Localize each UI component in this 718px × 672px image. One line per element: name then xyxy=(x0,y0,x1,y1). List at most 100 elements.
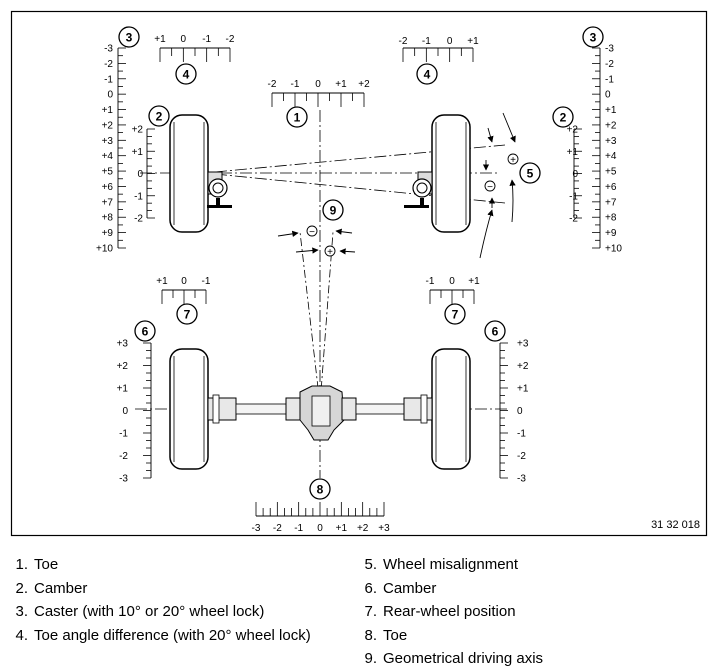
camber-scale-front-right: +2+10-1-2 xyxy=(567,125,582,225)
rear-left-wheel xyxy=(169,348,209,470)
legend-text: Rear-wheel position xyxy=(383,603,516,620)
legend-number: 2. xyxy=(15,579,28,597)
scale-tick-label: +1 xyxy=(467,36,479,47)
scale-tick-label: -1 xyxy=(422,36,431,47)
scale-tick-label: 0 xyxy=(447,36,453,47)
scale-tick-label: 0 xyxy=(572,169,578,180)
scale-tick-label: +1 xyxy=(117,384,129,395)
minus-sign-5: − xyxy=(487,182,493,193)
camber-scale-rear-right: +3+2+10-1-2-3 xyxy=(499,339,529,485)
callout-number: 9 xyxy=(330,204,337,218)
scale-tick-label: +3 xyxy=(117,339,129,350)
scale-tick-label: +1 xyxy=(567,147,579,158)
scale-tick-label: +6 xyxy=(102,182,114,193)
scale-tick-label: 0 xyxy=(181,34,187,45)
callout-number: 6 xyxy=(492,325,499,339)
scale-tick-label: 0 xyxy=(517,406,523,417)
scale-tick-label: +2 xyxy=(358,79,370,90)
legend-item: 6.Camber xyxy=(355,577,543,601)
scale-tick-label: +4 xyxy=(605,151,617,162)
scale-tick-label: +8 xyxy=(605,213,617,224)
callout-1: 1 xyxy=(286,106,308,128)
scale-tick-label: -2 xyxy=(569,214,578,225)
scale-tick-label: 0 xyxy=(122,406,128,417)
scale-tick-label: -1 xyxy=(294,523,303,534)
callout-number: 4 xyxy=(183,68,190,82)
scale-tick-label: +9 xyxy=(102,228,114,239)
scale-tick-label: +1 xyxy=(156,276,168,287)
scale-tick-label: +7 xyxy=(102,197,114,208)
legend-text: Toe angle difference (with 20° wheel loc… xyxy=(34,626,311,644)
callout-number: 3 xyxy=(126,31,133,45)
legend-number: 5. xyxy=(364,556,377,573)
scale-tick-label: 0 xyxy=(317,523,323,534)
scale-tick-label: +3 xyxy=(605,136,617,147)
scale-tick-label: -1 xyxy=(605,74,614,85)
caster-scale-left: -3-2-10+1+2+3+4+5+6+7+8+9+10 xyxy=(96,44,126,255)
scale-tick-label: -2 xyxy=(268,79,277,90)
driving-axis-line-left xyxy=(299,231,321,406)
scale-tick-label: -1 xyxy=(104,74,113,85)
callout-5: 5 xyxy=(519,162,541,184)
scale-tick-label: +2 xyxy=(132,125,144,136)
plus-sign-9: + xyxy=(327,247,333,258)
scale-tick-label: 0 xyxy=(315,79,321,90)
scale-tick-label: +2 xyxy=(605,120,617,131)
legend-text: Camber xyxy=(383,579,437,597)
legend-text: Camber xyxy=(34,579,88,597)
scale-tick-label: -2 xyxy=(399,36,408,47)
scale-tick-label: -2 xyxy=(104,59,113,70)
callout-number: 7 xyxy=(452,308,459,322)
driving-axis-line-right xyxy=(319,231,334,406)
scale-tick-label: +9 xyxy=(605,228,617,239)
callout-2: 2 xyxy=(552,106,574,128)
legend-text: Toe xyxy=(34,556,59,573)
scale-tick-label: +4 xyxy=(102,151,114,162)
scale-tick-label: -1 xyxy=(134,191,143,202)
scale-tick-label: -2 xyxy=(517,451,526,462)
scale-tick-label: -3 xyxy=(119,474,128,485)
callout-2: 2 xyxy=(148,105,170,127)
callout-4: 4 xyxy=(175,63,197,85)
legend-left: 1. Toe 2. Camber 3.Caster (with 10° or 20° w… xyxy=(6,553,311,647)
callout-7: 7 xyxy=(176,303,198,325)
scale-tick-label: -1 xyxy=(517,429,526,440)
rear-right-wheel xyxy=(431,348,471,470)
scale-tick-label: +3 xyxy=(517,339,529,350)
scale-tick-label: -3 xyxy=(104,44,113,55)
callout-number: 2 xyxy=(560,111,567,125)
scale-tick-label: +1 xyxy=(335,79,347,90)
legend-number: 9. xyxy=(364,650,377,667)
scale-tick-label: -2 xyxy=(226,34,235,45)
scale-tick-label: +2 xyxy=(517,361,529,372)
callout-number: 2 xyxy=(156,110,163,124)
legend-text: Wheel misalignment xyxy=(383,556,519,573)
scale-tick-label: +1 xyxy=(132,147,144,158)
misalignment-arrows: + − xyxy=(479,112,519,259)
scale-tick-label: +1 xyxy=(102,105,114,116)
scale-tick-label: +2 xyxy=(567,125,579,136)
scale-tick-label: +8 xyxy=(102,213,114,224)
camber-scale-front-left: +2+10-1-2 xyxy=(132,125,155,225)
callout-6: 6 xyxy=(134,320,156,342)
scale-tick-label: -1 xyxy=(426,276,435,287)
scale-tick-label: +3 xyxy=(102,136,114,147)
legend-item: 3.Caster (with 10° or 20° wheel lock) xyxy=(6,600,311,624)
plus-sign-5: + xyxy=(510,155,516,166)
scale-tick-label: 0 xyxy=(107,90,113,101)
scale-tick-label: 0 xyxy=(449,276,455,287)
legend-number: 4. xyxy=(15,626,28,644)
legend-item: 7. Rear-wheel position xyxy=(355,600,543,624)
front-right-wheel xyxy=(404,114,471,233)
caster-scale-right: -3-2-10+1+2+3+4+5+6+7+8+9+10 xyxy=(592,44,622,255)
scale-tick-label: +1 xyxy=(336,523,348,534)
callout-number: 7 xyxy=(184,308,191,322)
legend-number: 7. xyxy=(364,603,377,620)
legend-number: 1. xyxy=(15,556,28,573)
scale-tick-label: +5 xyxy=(102,167,114,178)
